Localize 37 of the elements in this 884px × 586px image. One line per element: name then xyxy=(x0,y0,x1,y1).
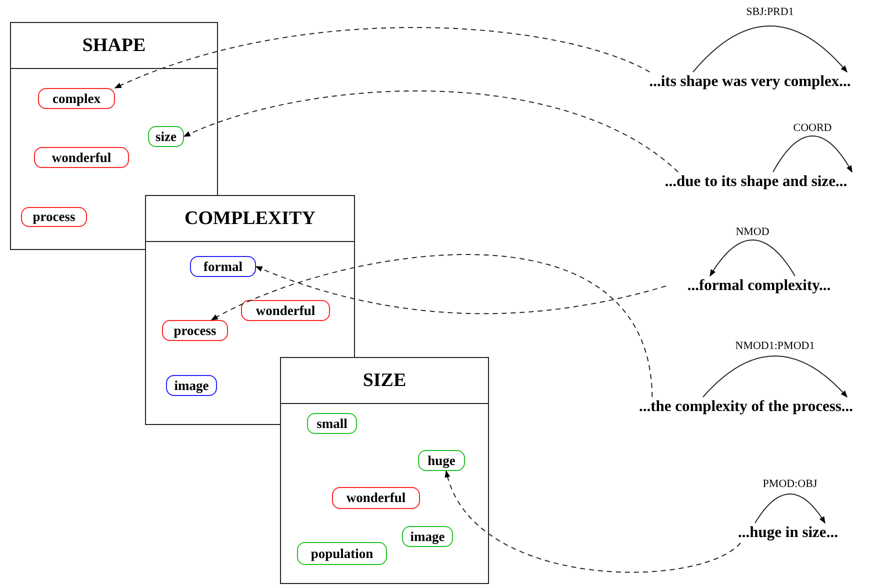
edge-label: COORD xyxy=(792,122,833,134)
panel-title: SIZE xyxy=(362,370,406,392)
word-tag: process xyxy=(162,320,228,341)
sentence-text: ...huge in size... xyxy=(720,523,856,543)
dependency-arrow xyxy=(702,356,848,398)
word-tag: wonderful xyxy=(34,147,129,168)
edge-label: SBJ:PRD1 xyxy=(745,6,795,18)
edge-label: NMOD1:PMOD1 xyxy=(734,340,816,352)
word-tag: image xyxy=(402,526,453,547)
panel-title: SHAPE xyxy=(82,34,146,56)
word-tag: image xyxy=(166,375,217,396)
dashed-arrow xyxy=(183,90,679,172)
word-tag: small xyxy=(307,413,357,434)
edge-label: NMOD xyxy=(734,226,770,238)
sentence-text: ...the complexity of the process... xyxy=(608,397,884,417)
word-tag: population xyxy=(297,542,387,565)
category-panel xyxy=(280,357,489,584)
dashed-arrow xyxy=(446,470,741,573)
word-tag: formal xyxy=(190,256,256,277)
dashed-arrow xyxy=(114,27,650,88)
word-tag: process xyxy=(21,207,87,227)
dependency-arrow xyxy=(710,240,796,277)
dependency-arrow xyxy=(772,136,852,173)
word-tag: huge xyxy=(418,450,465,471)
sentence-text: ...formal complexity... xyxy=(666,276,852,296)
edge-label: PMOD:OBJ xyxy=(762,478,818,490)
sentence-text: ...its shape was very complex... xyxy=(618,72,882,92)
sentence-text: ...due to its shape and size... xyxy=(638,172,874,192)
panel-title: COMPLEXITY xyxy=(184,208,316,230)
dashed-arrow xyxy=(255,266,666,314)
word-tag: size xyxy=(148,126,184,147)
dependency-arrow xyxy=(754,494,826,524)
word-tag: wonderful xyxy=(332,487,420,509)
dashed-arrow xyxy=(210,254,653,398)
dependency-arrow xyxy=(692,26,848,73)
word-tag: wonderful xyxy=(241,300,330,321)
word-tag: complex xyxy=(38,88,115,109)
